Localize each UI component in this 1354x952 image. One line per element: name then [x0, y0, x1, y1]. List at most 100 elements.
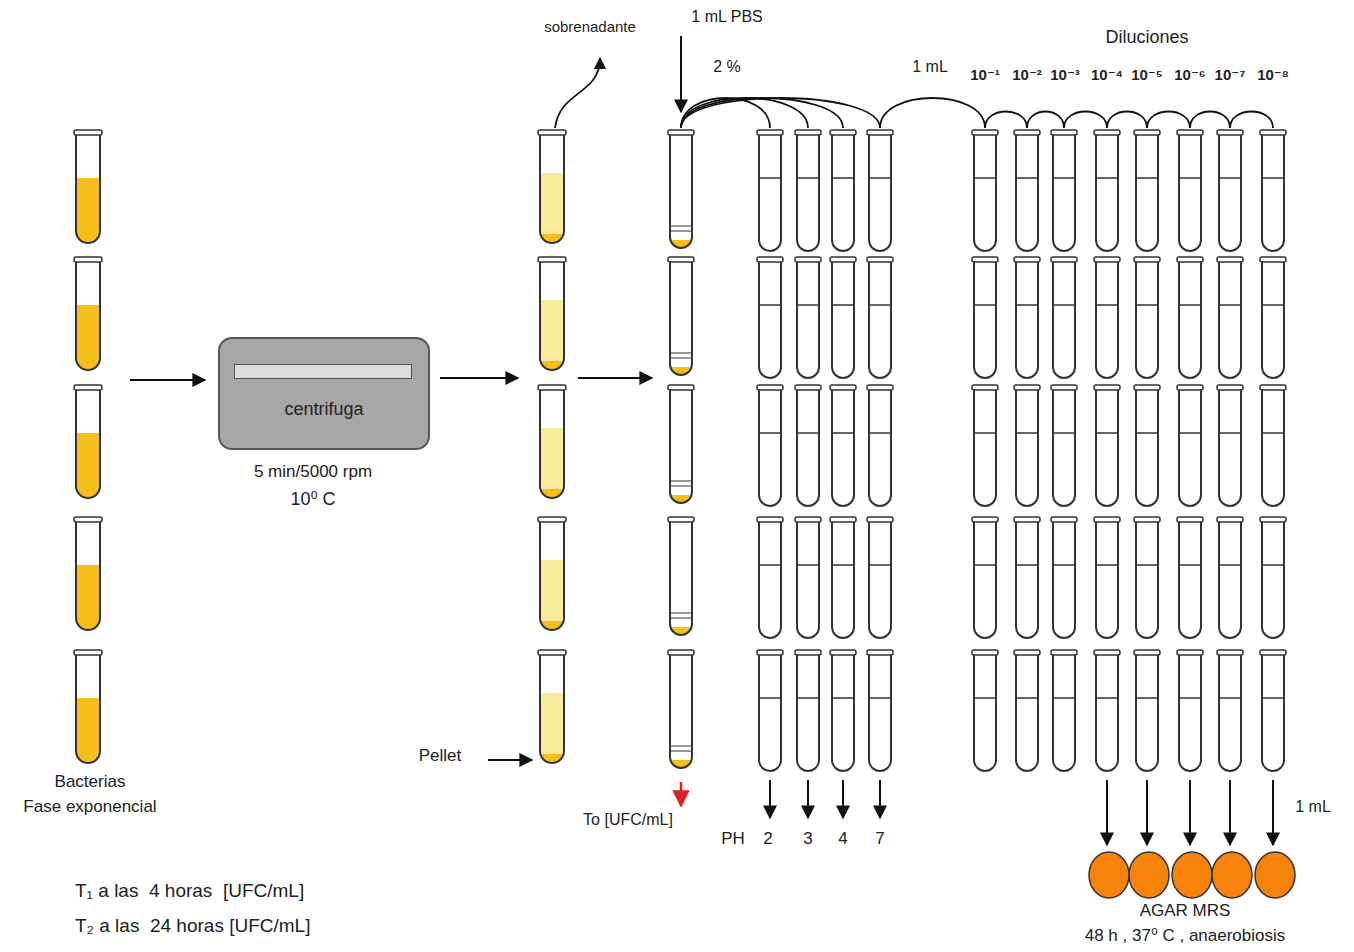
tube [1179, 133, 1201, 251]
arrow [680, 782, 683, 806]
tube [832, 388, 854, 506]
arrow [842, 780, 844, 818]
arrow [1106, 780, 1108, 845]
tube [869, 388, 891, 506]
tube [670, 260, 692, 375]
tube [1219, 260, 1241, 378]
transfer-arc [985, 112, 1027, 129]
tube [1136, 133, 1158, 251]
tube [1136, 260, 1158, 378]
transfer-arc [681, 98, 843, 128]
transfer-arc [681, 98, 808, 128]
annotation: 1 mL PBS [691, 8, 762, 26]
tube [76, 388, 100, 498]
arrow [440, 377, 518, 379]
tube [76, 260, 100, 370]
arrow [1272, 780, 1274, 845]
ph-label: 3 [803, 829, 812, 849]
tube [1053, 133, 1075, 251]
transfer-arc [1230, 112, 1273, 129]
tube [1136, 653, 1158, 771]
tube [1219, 388, 1241, 506]
tube [759, 520, 781, 638]
tube [974, 133, 996, 251]
agar-plate [1212, 852, 1252, 898]
tube [832, 520, 854, 638]
timepoint-note: T₁ a las 4 horas [UFC/mL] [75, 880, 304, 902]
arrow [1189, 780, 1191, 845]
annotation: Diluciones [1105, 27, 1188, 48]
arrow [807, 780, 809, 818]
annotation: 10⁰ C [290, 489, 335, 510]
tube [1219, 653, 1241, 771]
tube [1262, 520, 1284, 638]
annotation: Fase exponencial [23, 797, 156, 817]
tube [759, 133, 781, 251]
tube [1096, 260, 1118, 378]
tube [1219, 133, 1241, 251]
tube [670, 520, 692, 635]
tube [869, 520, 891, 638]
arrow [130, 379, 205, 381]
tube [832, 133, 854, 251]
tube [974, 520, 996, 638]
tube [540, 133, 564, 243]
dilution-label: 10⁻³ [1050, 66, 1080, 83]
arrow [1229, 780, 1231, 845]
tube [540, 260, 564, 370]
tube [1096, 653, 1118, 771]
tube [1096, 388, 1118, 506]
tube [1016, 653, 1038, 771]
transfer-arc [1147, 112, 1190, 129]
tube [1262, 260, 1284, 378]
tube [797, 520, 819, 638]
tube [832, 260, 854, 378]
tube [1016, 260, 1038, 378]
tube [1016, 133, 1038, 251]
centrifuge-slot [234, 364, 412, 379]
annotation: 48 h , 37⁰ C , anaerobiosis [1085, 926, 1286, 946]
tube [1179, 653, 1201, 771]
centrifuge-box: centrifuga [218, 337, 430, 450]
tubes [74, 130, 1286, 771]
ph-label: 7 [875, 829, 884, 849]
tube [1096, 133, 1118, 251]
tube [1219, 520, 1241, 638]
tube [759, 388, 781, 506]
dilution-label: 10⁻¹ [970, 66, 1000, 83]
ph-label: 2 [763, 829, 772, 849]
dilution-label: 10⁻⁸ [1257, 66, 1289, 83]
tube [1179, 260, 1201, 378]
tube [974, 260, 996, 378]
tube [76, 653, 100, 763]
tube [1053, 653, 1075, 771]
arrow [1146, 780, 1148, 845]
transfer-arc [880, 98, 985, 128]
transfer-arc [1190, 112, 1230, 129]
arrow [488, 759, 532, 761]
transfer-arc [681, 98, 880, 128]
tube [76, 133, 100, 243]
tube [1053, 388, 1075, 506]
tube [797, 133, 819, 251]
agar-plate [1129, 852, 1169, 898]
arrow [769, 780, 771, 818]
transfer-arc [1027, 112, 1064, 129]
tube [832, 653, 854, 771]
dilution-label: 10⁻⁶ [1174, 66, 1206, 83]
tube [797, 260, 819, 378]
annotation: 1 mL [1295, 798, 1331, 816]
agar-plate [1089, 852, 1129, 898]
timepoint-note: T₂ a las 24 horas [UFC/mL] [75, 915, 310, 937]
dilution-label: 10⁻⁵ [1131, 66, 1163, 83]
ph-label: PH [721, 829, 745, 849]
annotation: 5 min/5000 rpm [254, 462, 372, 482]
tube [1096, 520, 1118, 638]
tube [1262, 133, 1284, 251]
tube [540, 653, 564, 763]
tube [1179, 520, 1201, 638]
tube [759, 653, 781, 771]
tube [670, 653, 692, 768]
tube [540, 520, 564, 630]
